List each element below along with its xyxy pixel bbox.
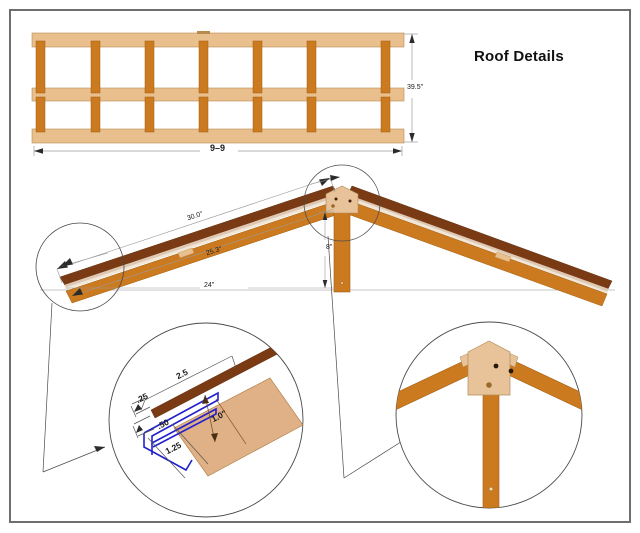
stud [90,96,101,133]
detail-blue-profile-upper [143,391,219,448]
detail-blue-profile-lower [143,433,193,472]
page-title: Roof Details [474,48,564,65]
right-rafter [341,185,613,307]
tail-callout-arrow [61,252,109,267]
plate-notch [197,31,210,34]
post-height-dimension [318,211,334,288]
stud [35,96,46,133]
center-post [333,199,351,293]
detail-dim-0-50 [132,415,155,439]
post-fastener-hole [340,281,344,285]
right-rafter-gap [347,195,609,294]
stud [306,40,317,94]
stud [380,40,391,94]
detail-dim-1-25 [147,423,209,479]
detail-post-fastener-hole [488,486,494,492]
wall-height-label: 39.5" [407,84,424,91]
stud [198,40,209,94]
ridge-joint-detail [395,321,583,509]
tail-callout-circle [35,222,125,312]
height-dimension [404,33,418,143]
gusset-fastener-hole [331,204,335,208]
rafter-inner-dimension [71,208,335,297]
stud [90,40,101,94]
rafter-tail-detail [108,322,304,518]
detail-gusset-hole [508,368,514,374]
gusset-fastener-hole [348,199,352,203]
left-rafter-gap [64,194,339,290]
stud [144,40,155,94]
left-rafter [59,185,346,304]
ridge-callout-circle [303,164,381,242]
stud [252,40,263,94]
detail-gusset-hole [493,363,499,369]
detail-gusset-hole [486,382,492,388]
detail-dim-1-0 [202,394,218,443]
detail-seam-line [215,398,247,445]
wall-width-label: 9–9 [210,143,226,153]
stud [144,96,155,133]
left-rafter-blocking [177,247,195,259]
detail-dim-2-5 [140,355,237,411]
detail-rafter-body [173,377,303,477]
stud [252,96,263,133]
span-label: 24" [204,282,215,289]
ridge-callout-arrow [310,175,341,185]
middle-rail [31,87,405,102]
right-rafter-blocking [494,251,512,263]
detail-dim-0-25 [130,397,151,418]
stud [35,40,46,94]
stud [380,96,391,133]
left-rafter-sheathing [59,185,340,288]
right-rafter-sheathing [346,185,613,292]
detail-leader-lines [42,235,405,479]
stud [198,96,209,133]
wall-framing-elevation [31,31,418,156]
top-plate [31,32,405,48]
roof-truss-section [35,164,615,312]
width-dimension [33,146,403,156]
stud [306,96,317,133]
post-height-label: 8" [326,244,333,251]
bottom-plate [31,128,405,144]
detail-gusset-plate [467,340,511,396]
gusset-fastener-hole [334,197,338,201]
